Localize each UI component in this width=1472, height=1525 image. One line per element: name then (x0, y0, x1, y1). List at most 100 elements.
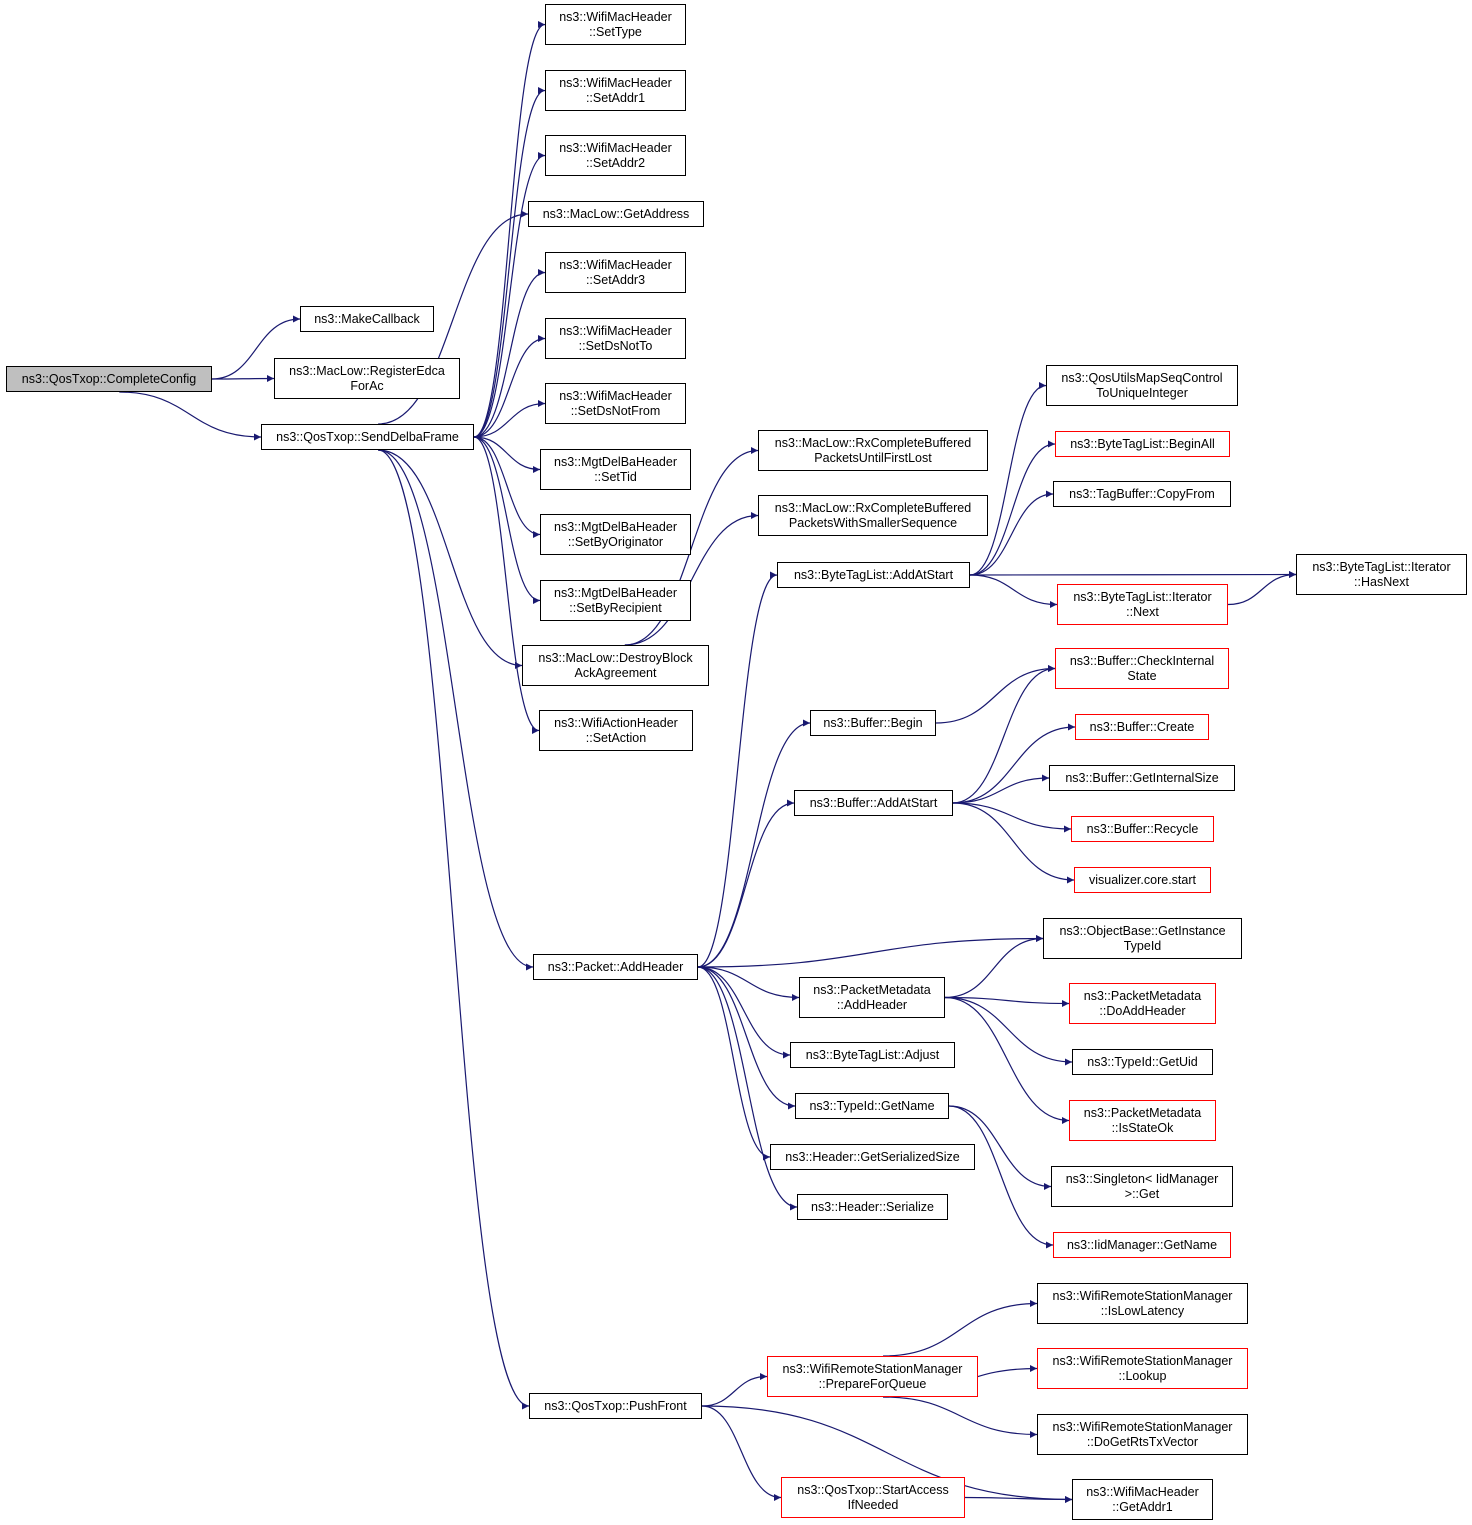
node-byte-tag-iterator-next[interactable]: ns3::ByteTagList::Iterator ::Next (1057, 584, 1228, 625)
node-do-get-rts-tx-vector[interactable]: ns3::WifiRemoteStationManager ::DoGetRts… (1037, 1414, 1248, 1455)
edge-metadata_add_header-to-type_id_get_uid (944, 996, 1073, 1066)
edge-prepare_for_queue-to-do_get_rts_tx_vector (883, 1396, 1038, 1438)
node-destroy-block-ack-agreement[interactable]: ns3::MacLow::DestroyBlock AckAgreement (522, 645, 709, 686)
edge-packet_add_header-to-header_serialized_size (697, 966, 771, 1161)
node-packet-metadata-do-add-header[interactable]: ns3::PacketMetadata ::DoAddHeader (1069, 983, 1216, 1024)
edge-destroy_block_ack-to-rx_smaller_sequence (624, 512, 759, 646)
edge-buffer_add_at_start-to-buffer_get_internal_size (952, 774, 1050, 804)
edge-send_delba_frame-to-set_addr2 (473, 152, 546, 438)
edge-start_access_if_needed-to-get_addr1 (964, 1495, 1073, 1503)
edge-type_id_get_name-to-iid_manager_get_name (948, 1105, 1054, 1249)
node-set-addr2[interactable]: ns3::WifiMacHeader ::SetAddr2 (545, 135, 686, 176)
edge-push_front-to-get_addr1 (701, 1405, 1073, 1503)
node-set-ds-not-to[interactable]: ns3::WifiMacHeader ::SetDsNotTo (545, 318, 686, 359)
node-push-front[interactable]: ns3::QosTxop::PushFront (529, 1393, 702, 1419)
edge-byte_tag_add_at_start-to-iterator_next (969, 574, 1058, 608)
edge-type_id_get_name-to-singleton_get (948, 1105, 1052, 1190)
node-buffer-begin[interactable]: ns3::Buffer::Begin (810, 710, 936, 736)
node-iid-manager-get-name[interactable]: ns3::IidManager::GetName (1053, 1232, 1231, 1258)
edge-byte_tag_add_at_start-to-tag_buffer_copy_from (969, 490, 1054, 576)
node-set-tid[interactable]: ns3::MgtDelBaHeader ::SetTid (540, 449, 691, 490)
node-packet-metadata-is-state-ok[interactable]: ns3::PacketMetadata ::IsStateOk (1069, 1100, 1216, 1141)
node-set-type[interactable]: ns3::WifiMacHeader ::SetType (545, 4, 686, 45)
edge-byte_tag_add_at_start-to-byte_tag_begin_all (969, 440, 1056, 576)
node-singleton-iid-manager-get[interactable]: ns3::Singleton< IidManager >::Get (1051, 1166, 1233, 1207)
node-type-id-get-uid[interactable]: ns3::TypeId::GetUid (1072, 1049, 1213, 1075)
node-buffer-add-at-start[interactable]: ns3::Buffer::AddAtStart (794, 790, 953, 816)
edge-metadata_add_header-to-get_instance_type_id (944, 935, 1044, 999)
node-send-delba-frame[interactable]: ns3::QosTxop::SendDelbaFrame (261, 424, 474, 450)
edge-packet_add_header-to-buffer_begin (697, 719, 811, 968)
edge-complete_config-to-send_delba_frame (119, 391, 262, 441)
edge-push_front-to-start_access_if_needed (701, 1405, 782, 1501)
node-buffer-create[interactable]: ns3::Buffer::Create (1075, 714, 1209, 740)
node-header-get-serialized-size[interactable]: ns3::Header::GetSerializedSize (770, 1144, 975, 1170)
edge-packet_add_header-to-byte_tag_add_at_start (697, 571, 778, 968)
node-get-addr1[interactable]: ns3::WifiMacHeader ::GetAddr1 (1072, 1479, 1213, 1520)
node-byte-tag-list-add-at-start[interactable]: ns3::ByteTagList::AddAtStart (777, 562, 970, 588)
node-register-edca-for-ac[interactable]: ns3::MacLow::RegisterEdca ForAc (274, 358, 460, 399)
node-buffer-check-internal-state[interactable]: ns3::Buffer::CheckInternal State (1055, 648, 1229, 689)
edge-iterator_next-to-iterator_has_next (1227, 571, 1297, 606)
edge-metadata_add_header-to-metadata_is_state_ok (944, 996, 1070, 1124)
edge-send_delba_frame-to-set_tid (473, 436, 541, 473)
edge-packet_add_header-to-type_id_get_name (697, 966, 796, 1110)
edge-complete_config-to-make_callback (211, 315, 301, 380)
node-set-action[interactable]: ns3::WifiActionHeader ::SetAction (539, 710, 693, 751)
edge-complete_config-to-register_edca (211, 375, 275, 383)
edge-packet_add_header-to-buffer_add_at_start (697, 799, 795, 968)
node-make-callback[interactable]: ns3::MakeCallback (300, 306, 434, 332)
node-visualizer-core-start[interactable]: visualizer.core.start (1074, 867, 1211, 893)
edge-send_delba_frame-to-set_addr3 (473, 269, 546, 438)
node-byte-tag-list-adjust[interactable]: ns3::ByteTagList::Adjust (790, 1042, 955, 1068)
edge-prepare_for_queue-to-is_low_latency (883, 1300, 1038, 1357)
node-start-access-if-needed[interactable]: ns3::QosTxop::StartAccess IfNeeded (781, 1477, 965, 1518)
edge-send_delba_frame-to-packet_add_header (378, 449, 534, 971)
edge-packet_add_header-to-byte_tag_adjust (697, 966, 791, 1059)
node-tag-buffer-copy-from[interactable]: ns3::TagBuffer::CopyFrom (1053, 481, 1231, 507)
node-rx-complete-until-first-lost[interactable]: ns3::MacLow::RxCompleteBuffered PacketsU… (758, 430, 988, 471)
edge-destroy_block_ack-to-rx_until_first_lost (624, 447, 759, 646)
node-set-addr3[interactable]: ns3::WifiMacHeader ::SetAddr3 (545, 252, 686, 293)
node-get-address[interactable]: ns3::MacLow::GetAddress (528, 201, 704, 227)
edge-send_delba_frame-to-set_type (473, 21, 546, 438)
edge-byte_tag_add_at_start-to-iterator_has_next (969, 571, 1297, 579)
node-set-by-originator[interactable]: ns3::MgtDelBaHeader ::SetByOriginator (540, 514, 691, 555)
node-buffer-recycle[interactable]: ns3::Buffer::Recycle (1071, 816, 1214, 842)
node-is-low-latency[interactable]: ns3::WifiRemoteStationManager ::IsLowLat… (1037, 1283, 1248, 1324)
node-type-id-get-name[interactable]: ns3::TypeId::GetName (795, 1093, 949, 1119)
edge-buffer_add_at_start-to-buffer_create (952, 723, 1076, 804)
node-rx-complete-smaller-sequence[interactable]: ns3::MacLow::RxCompleteBuffered PacketsW… (758, 495, 988, 536)
edge-buffer_add_at_start-to-visualizer_start (952, 802, 1075, 884)
edge-buffer_add_at_start-to-buffer_recycle (952, 802, 1072, 833)
edge-send_delba_frame-to-push_front (378, 449, 530, 1410)
edge-send_delba_frame-to-set_by_recipient (473, 436, 541, 604)
edge-send_delba_frame-to-destroy_block_ack (378, 449, 523, 669)
edge-send_delba_frame-to-set_ds_not_from (473, 400, 546, 438)
node-prepare-for-queue[interactable]: ns3::WifiRemoteStationManager ::PrepareF… (767, 1356, 978, 1397)
edge-send_delba_frame-to-get_address (378, 210, 529, 425)
node-header-serialize[interactable]: ns3::Header::Serialize (797, 1194, 948, 1220)
node-packet-add-header[interactable]: ns3::Packet::AddHeader (533, 954, 698, 980)
node-buffer-get-internal-size[interactable]: ns3::Buffer::GetInternalSize (1049, 765, 1235, 791)
edge-byte_tag_add_at_start-to-qos_utils_map (969, 382, 1047, 576)
node-remote-station-lookup[interactable]: ns3::WifiRemoteStationManager ::Lookup (1037, 1348, 1248, 1389)
node-complete-config[interactable]: ns3::QosTxop::CompleteConfig (6, 366, 212, 392)
edge-metadata_add_header-to-metadata_do_add_header (944, 996, 1070, 1007)
node-set-by-recipient[interactable]: ns3::MgtDelBaHeader ::SetByRecipient (540, 580, 691, 621)
edge-packet_add_header-to-get_instance_type_id (697, 935, 1044, 968)
edge-send_delba_frame-to-set_action (473, 436, 540, 734)
node-qos-utils-map-seq-control[interactable]: ns3::QosUtilsMapSeqControl ToUniqueInteg… (1046, 365, 1238, 406)
edge-buffer_begin-to-buffer_check_internal (935, 665, 1056, 724)
node-byte-tag-list-begin-all[interactable]: ns3::ByteTagList::BeginAll (1055, 431, 1230, 457)
node-object-base-get-instance-type-id[interactable]: ns3::ObjectBase::GetInstance TypeId (1043, 918, 1242, 959)
node-set-addr1[interactable]: ns3::WifiMacHeader ::SetAddr1 (545, 70, 686, 111)
node-set-ds-not-from[interactable]: ns3::WifiMacHeader ::SetDsNotFrom (545, 383, 686, 424)
edge-send_delba_frame-to-set_by_originator (473, 436, 541, 538)
node-byte-tag-iterator-has-next[interactable]: ns3::ByteTagList::Iterator ::HasNext (1296, 554, 1467, 595)
edge-push_front-to-prepare_for_queue (701, 1373, 768, 1407)
edge-send_delba_frame-to-set_addr1 (473, 87, 546, 438)
node-packet-metadata-add-header[interactable]: ns3::PacketMetadata ::AddHeader (799, 977, 945, 1018)
